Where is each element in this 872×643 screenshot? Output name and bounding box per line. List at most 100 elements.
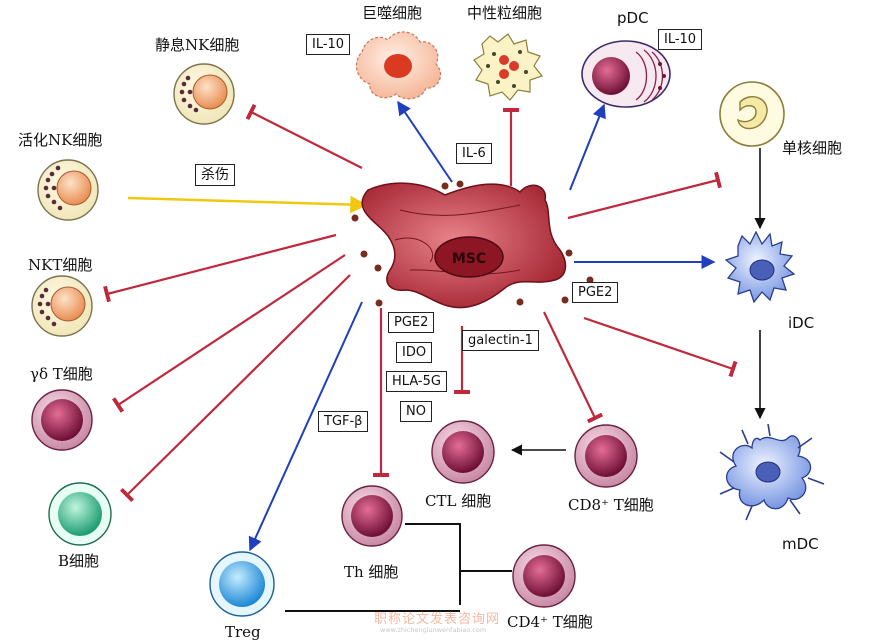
particle — [374, 264, 382, 272]
nk-nucleus — [50, 286, 86, 322]
particle — [586, 276, 594, 284]
nucleus-lobe — [499, 55, 509, 65]
granule — [512, 84, 516, 88]
neutrophil-nucleus — [499, 55, 519, 79]
cd8-t-cell — [574, 424, 638, 488]
granule — [486, 64, 490, 68]
no-box: NO — [400, 401, 432, 422]
inhibit-gd-t — [111, 254, 346, 413]
il10-macrophage-box: IL-10 — [306, 34, 351, 55]
neutrophil-cell — [473, 33, 544, 101]
kill-arrow — [127, 195, 368, 214]
mdc-nucleus — [755, 461, 781, 483]
granule — [658, 62, 662, 66]
lymphocyte-nucleus — [351, 495, 393, 537]
inhibition-lines — [103, 103, 738, 503]
msc-cell: MSC — [361, 182, 567, 309]
b-cell-nucleus — [58, 492, 102, 536]
dendrite — [767, 423, 771, 437]
granule — [49, 171, 55, 177]
b-cell-label: B细胞 — [58, 552, 100, 570]
treg-nucleus — [219, 561, 265, 607]
il6-box: IL-6 — [456, 143, 492, 164]
cd4-connectors — [285, 523, 512, 612]
nkt-label: NKT细胞 — [28, 256, 93, 274]
granule — [45, 177, 51, 183]
granule — [187, 103, 193, 109]
inhibit-cd8 — [543, 311, 604, 424]
mdc-cell — [719, 423, 825, 521]
granule — [43, 287, 49, 293]
il10-pdc-box: IL-10 — [658, 29, 703, 50]
granule — [51, 185, 57, 191]
lymphocyte-nucleus — [442, 431, 484, 473]
nk-granules — [179, 75, 199, 113]
treg-label: Treg — [225, 623, 261, 641]
nucleus-lobe — [509, 61, 519, 71]
mdc-label: mDC — [782, 535, 819, 553]
dendrite — [745, 505, 753, 521]
granule — [179, 89, 185, 95]
particle — [516, 298, 524, 306]
granule — [39, 309, 45, 315]
msc-nucleus — [434, 236, 504, 278]
th-cd4-bracket — [405, 523, 461, 605]
neutrophil-granules — [486, 50, 528, 88]
granule — [37, 301, 43, 307]
granule — [181, 97, 187, 103]
cd8-label: CD8⁺ T细胞 — [568, 496, 654, 514]
ido-box: IDO — [396, 342, 433, 363]
neutrophil-body — [473, 33, 544, 101]
secreted-particles — [351, 180, 594, 307]
nk-nucleus — [56, 170, 92, 206]
granule — [193, 107, 199, 113]
inhibit-monocyte — [567, 171, 722, 220]
pdc-nucleus — [592, 57, 630, 95]
dendrite — [741, 429, 749, 445]
monocyte-label: 单核细胞 — [782, 139, 843, 157]
watermark-url: www.zhichenglunwenfabiao.com — [380, 626, 487, 634]
th-label: Th 细胞 — [344, 563, 399, 581]
lymphocyte-nucleus — [41, 399, 83, 441]
nk-granules — [43, 165, 63, 211]
ctl-cell — [431, 420, 495, 484]
granule — [55, 165, 61, 171]
tgfb-box: TGF-β — [318, 411, 369, 432]
pdc-label: pDC — [617, 9, 649, 27]
activated-nk-label: 活化NK细胞 — [18, 131, 103, 149]
nucleus-lobe — [499, 69, 509, 79]
idc-nucleus — [749, 259, 775, 281]
resting-nk-label: 静息NK细胞 — [155, 36, 240, 54]
particle — [561, 296, 569, 304]
promotion-arrows — [248, 100, 716, 552]
granule — [492, 52, 496, 56]
particle — [456, 180, 464, 188]
msc-fiber — [399, 204, 521, 216]
dendrite — [807, 477, 825, 485]
granule — [658, 86, 662, 90]
granule — [496, 80, 500, 84]
nk-granules — [37, 287, 57, 327]
granule — [518, 50, 522, 54]
promote-pdc — [569, 103, 606, 191]
dendrite — [797, 437, 813, 449]
b-cell — [48, 482, 112, 546]
macrophage-nucleus — [384, 54, 412, 78]
monocyte-membrane — [719, 81, 785, 147]
cd4-t-cell — [512, 544, 576, 608]
msc-label: MSC — [452, 251, 486, 267]
macrophage-label: 巨噬细胞 — [362, 4, 423, 22]
granule — [524, 70, 528, 74]
pdc-granules — [658, 62, 666, 90]
pdc-cell — [581, 40, 671, 108]
mdc-dendrites — [719, 423, 825, 521]
inhibit-idc-mdc — [583, 316, 738, 378]
inhibit-resting-nk — [245, 103, 363, 169]
granule — [662, 74, 666, 78]
msc-fiber — [394, 237, 433, 263]
promote-macrophage — [397, 100, 453, 183]
cd4-label: CD4⁺ T细胞 — [507, 613, 593, 631]
nk-nucleus — [192, 74, 228, 110]
differentiation-arrows — [510, 148, 766, 456]
